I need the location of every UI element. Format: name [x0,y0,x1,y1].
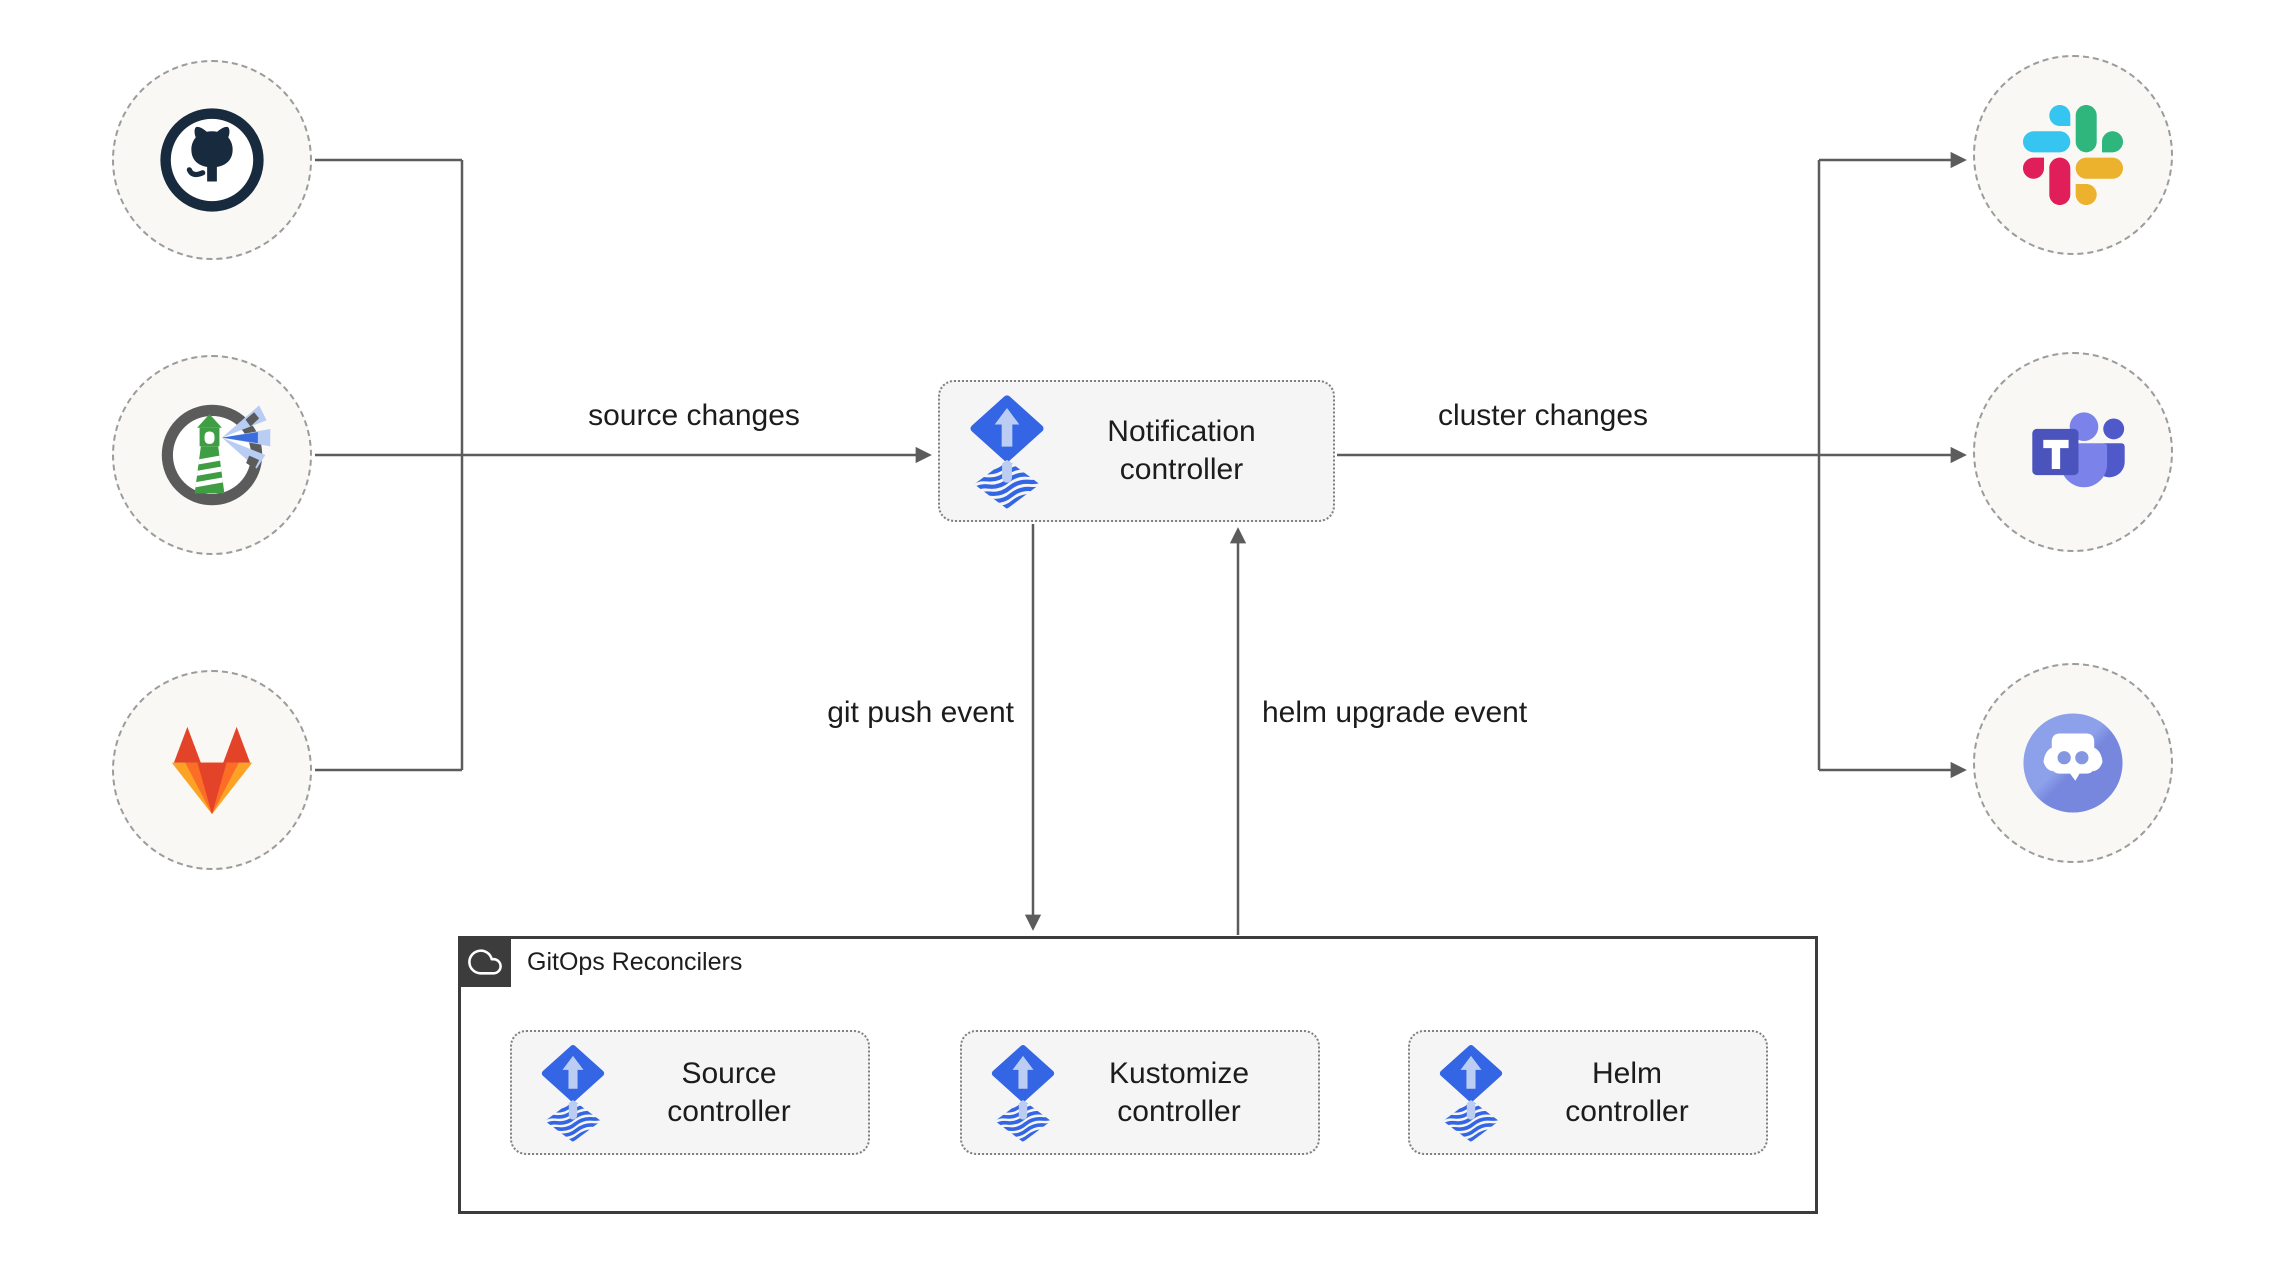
node-source-controller: Source controller [510,1030,870,1155]
harbor-icon [150,393,274,517]
discord-icon [2014,704,2132,822]
group-title: GitOps Reconcilers [527,948,743,976]
gitlab-icon [156,720,268,821]
github-icon [154,102,270,218]
target-node-slack [1973,55,2173,255]
flux-icon [538,1044,608,1142]
source-node-gitlab [112,670,312,870]
flux-icon [988,1044,1058,1142]
slack-icon [2023,105,2123,205]
source-node-github [112,60,312,260]
notification-controller-label: Notification controller [1107,415,1256,486]
helm-controller-label: Helm controller [1565,1056,1689,1128]
edge-label-helm-upgrade-event: helm upgrade event [1262,696,1528,729]
teams-icon [2018,397,2128,507]
kustomize-controller-label: Kustomize controller [1108,1056,1250,1128]
target-node-discord [1973,663,2173,863]
node-notification-controller: Notification controller [938,380,1335,522]
flux-icon [1436,1044,1506,1142]
flux-icon [966,394,1048,509]
edge-label-source-changes: source changes [588,399,800,432]
node-helm-controller: Helm controller [1408,1030,1768,1155]
target-node-teams [1973,352,2173,552]
group-badge [458,936,511,987]
edge-label-git-push-event: git push event [827,696,1014,729]
node-kustomize-controller: Kustomize controller [960,1030,1320,1155]
group-gitops-reconcilers: GitOps Reconcilers Source controller Kus… [458,936,1818,1214]
cloud-icon [466,945,504,979]
source-node-harbor [112,355,312,555]
edge-label-cluster-changes: cluster changes [1437,399,1649,432]
source-controller-label: Source controller [667,1056,791,1128]
